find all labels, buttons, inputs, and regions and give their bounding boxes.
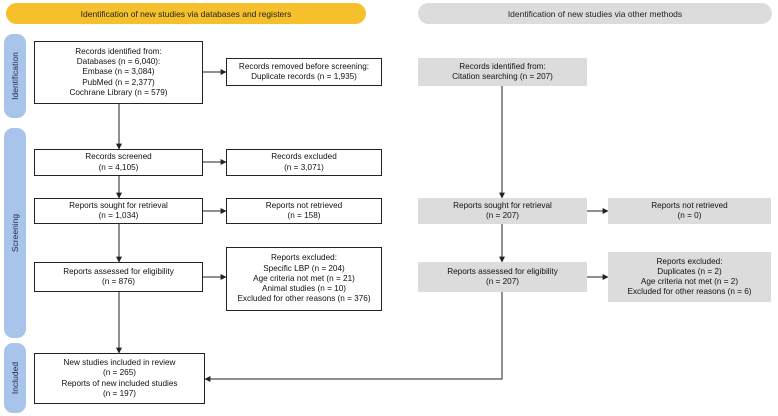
other-reports-excluded-line-3: Age criteria not met (n = 2) [640, 277, 739, 286]
new-studies-included-line-4: (n = 197) [103, 388, 136, 398]
other-reports-excluded-line-4: Excluded for other reasons (n = 6) [627, 287, 752, 297]
records-excluded-box: Records excluded (n = 3,071) [226, 149, 382, 176]
reports-assessed-box: Reports assessed for eligibility (n = 87… [34, 262, 203, 292]
reports-sought-line-2: (n = 1,034) [98, 211, 139, 220]
other-reports-excluded-line-1: Reports excluded: [656, 256, 723, 266]
other-reports-excluded-line-2: Duplicates (n = 2) [657, 266, 722, 276]
records-screened-line-1: Records screened [85, 152, 152, 162]
reports-not-retrieved-line-1: Reports not retrieved [265, 200, 343, 210]
other-reports-assessed-line-2: (n = 207) [486, 277, 519, 286]
phase-screening: Screening [4, 128, 26, 338]
arrow-other-assessed-to-included [204, 292, 503, 382]
reports-excluded-line-3: Age criteria not met (n = 21) [253, 273, 355, 283]
records-identified-line-4: PubMed (n = 2,377) [82, 77, 155, 87]
records-removed-line-1: Records removed before screening: [238, 61, 370, 71]
reports-not-retrieved-box: Reports not retrieved (n = 158) [226, 198, 382, 224]
other-reports-sought-box: Reports sought for retrieval (n = 207) [418, 198, 587, 224]
other-records-identified-line-1: Records identified from: [459, 61, 546, 71]
records-screened-line-2: (n = 4,105) [98, 162, 139, 172]
reports-excluded-line-1: Reports excluded: [271, 253, 337, 263]
other-reports-excluded-box: Reports excluded: Duplicates (n = 2) Age… [608, 252, 771, 302]
new-studies-included-box: New studies included in review (n = 265)… [34, 353, 205, 404]
other-reports-not-retrieved-line-2: (n = 0) [677, 211, 702, 220]
databases-header: Identification of new studies via databa… [6, 3, 366, 24]
other-reports-assessed-line-1: Reports assessed for eligibility [447, 266, 558, 276]
records-screened-box: Records screened (n = 4,105) [34, 149, 203, 176]
new-studies-included-line-1: New studies included in review [63, 358, 176, 368]
records-removed-line-2: Duplicate records (n = 1,935) [251, 72, 357, 81]
reports-excluded-line-2: Specific LBP (n = 204) [263, 263, 345, 273]
other-records-identified-line-2: Citation searching (n = 207) [452, 72, 553, 81]
other-reports-not-retrieved-box: Reports not retrieved (n = 0) [608, 198, 771, 224]
databases-header-label: Identification of new studies via databa… [80, 8, 292, 19]
new-studies-included-line-2: (n = 265) [103, 368, 136, 378]
reports-excluded-line-5: Excluded for other reasons (n = 376) [237, 294, 371, 304]
other-reports-not-retrieved-line-1: Reports not retrieved [651, 200, 728, 210]
other-reports-assessed-box: Reports assessed for eligibility (n = 20… [418, 262, 587, 292]
other-records-identified-box: Records identified from: Citation search… [418, 58, 587, 86]
records-identified-line-3: Embase (n = 3,084) [82, 67, 155, 77]
reports-not-retrieved-line-2: (n = 158) [287, 211, 321, 220]
records-identified-line-2: Databases (n = 6,040): [76, 57, 161, 67]
other-reports-sought-line-1: Reports sought for retrieval [453, 200, 552, 210]
reports-excluded-box: Reports excluded: Specific LBP (n = 204)… [226, 247, 382, 311]
other-methods-header-label: Identification of new studies via other … [507, 8, 683, 19]
records-excluded-line-1: Records excluded [271, 152, 337, 162]
reports-assessed-line-1: Reports assessed for eligibility [63, 266, 174, 276]
phase-included: Included [4, 343, 26, 413]
other-reports-sought-line-2: (n = 207) [486, 211, 519, 220]
reports-sought-box: Reports sought for retrieval (n = 1,034) [34, 198, 203, 224]
reports-excluded-line-4: Animal studies (n = 10) [262, 284, 346, 294]
reports-sought-line-1: Reports sought for retrieval [69, 200, 168, 210]
records-removed-box: Records removed before screening: Duplic… [226, 58, 382, 86]
phase-identification: Identification [4, 34, 26, 118]
records-identified-box: Records identified from: Databases (n = … [34, 41, 203, 104]
reports-assessed-line-2: (n = 876) [102, 277, 135, 286]
records-identified-line-1: Records identified from: [75, 46, 162, 56]
records-identified-line-5: Cochrane Library (n = 579) [69, 87, 168, 97]
other-methods-header: Identification of new studies via other … [418, 3, 772, 24]
records-excluded-line-2: (n = 3,071) [284, 162, 324, 172]
new-studies-included-line-3: Reports of new included studies [61, 378, 178, 388]
